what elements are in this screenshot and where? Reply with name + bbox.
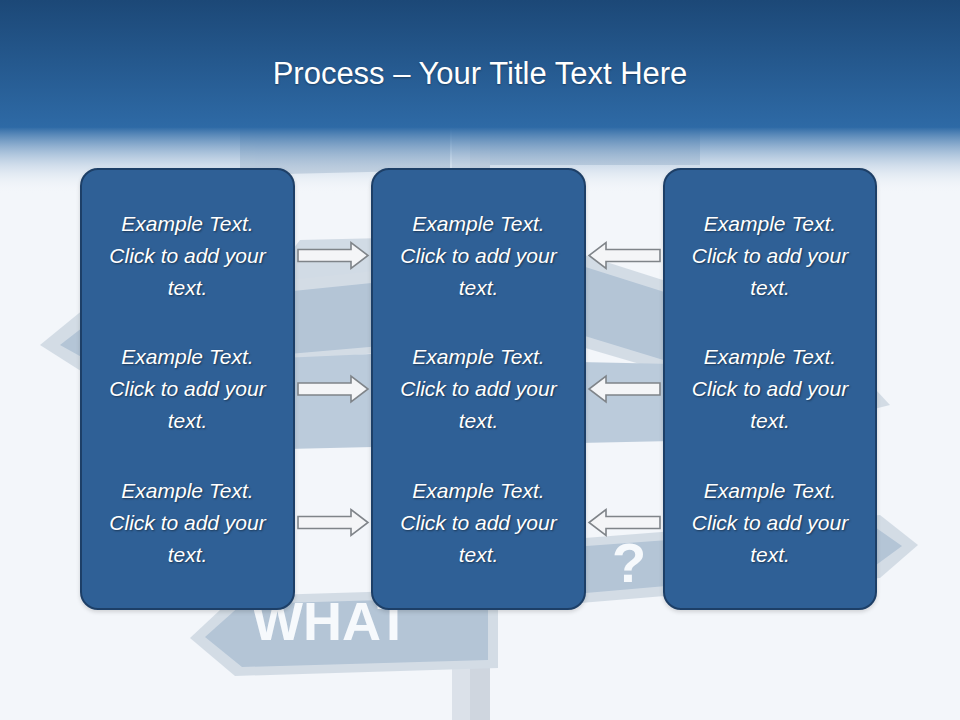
box-text: Example Text. Click to add your text. — [394, 341, 564, 437]
sign-word: ? — [612, 530, 646, 595]
box-text: Example Text. Click to add your text. — [394, 475, 564, 571]
block-arrow — [298, 243, 368, 269]
block-arrow — [298, 376, 368, 402]
signpost — [40, 110, 918, 720]
block-arrow — [589, 510, 660, 536]
box-text: Example Text. Click to add your text. — [103, 475, 273, 571]
block-arrow — [298, 510, 368, 536]
header-band — [0, 0, 960, 128]
process-box: Example Text. Click to add your text. Exa… — [80, 168, 295, 610]
box-text: Example Text. Click to add your text. — [103, 208, 273, 304]
box-text: Example Text. Click to add your text. — [685, 341, 855, 437]
process-box: Example Text. Click to add your text. Exa… — [371, 168, 586, 610]
process-box: Example Text. Click to add your text. Exa… — [663, 168, 877, 610]
block-arrow — [589, 243, 660, 269]
box-text: Example Text. Click to add your text. — [394, 208, 564, 304]
box-text: Example Text. Click to add your text. — [103, 341, 273, 437]
box-text: Example Text. Click to add your text. — [685, 475, 855, 571]
box-text: Example Text. Click to add your text. — [685, 208, 855, 304]
slide-title: Process – Your Title Text Here — [0, 50, 960, 98]
block-arrow — [589, 376, 660, 402]
